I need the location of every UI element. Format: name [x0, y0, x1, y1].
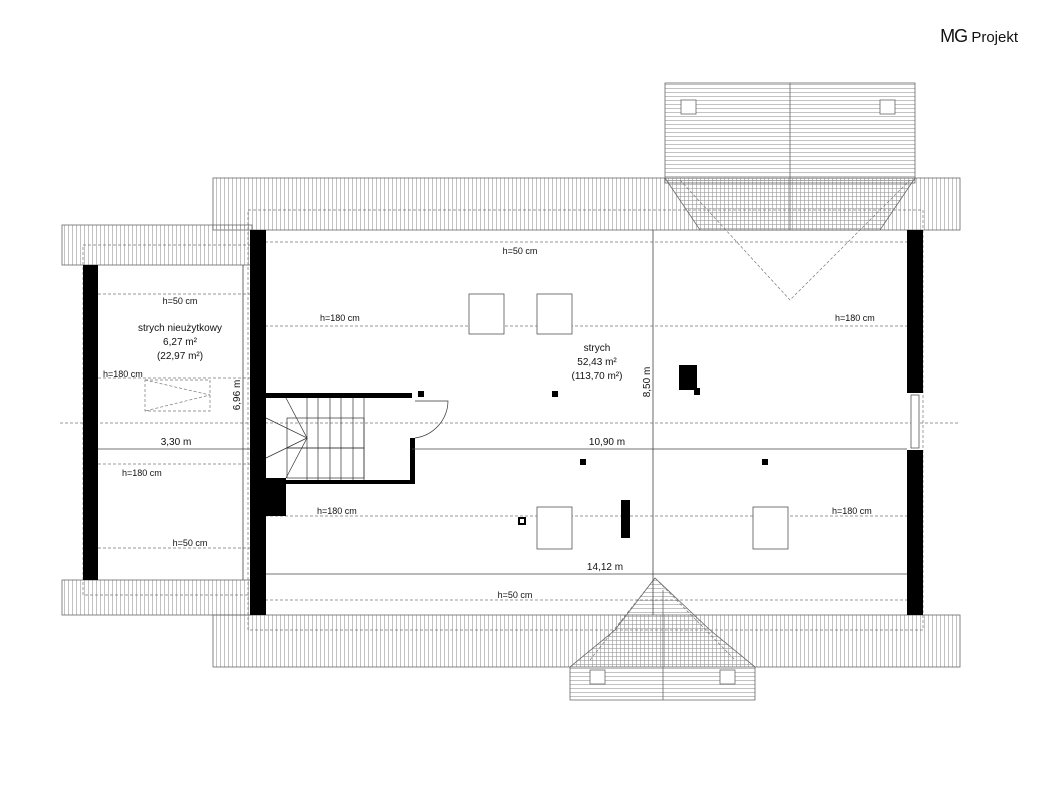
skylights [468, 293, 920, 550]
dimension-main-total: 14,12 m [587, 562, 623, 573]
room-area: 6,27 m² [163, 337, 198, 348]
height-label: h=50 cm [498, 590, 533, 600]
logo-brand: MG [940, 26, 968, 46]
dimension-lines [98, 230, 907, 615]
logo-name: Projekt [971, 29, 1018, 46]
room-name-attic: strych [584, 343, 611, 354]
room-name-attic-unusable: strych nieużytkowy [138, 323, 222, 334]
height-label: h=180 cm [320, 313, 360, 323]
logo: MG Projekt [940, 26, 1018, 47]
height-label: h=50 cm [163, 296, 198, 306]
stairs [265, 397, 449, 480]
labels: strych nieużytkowy 6,27 m² (22,97 m²) st… [103, 246, 875, 600]
height-label: h=50 cm [173, 538, 208, 548]
height-label: h=50 cm [503, 246, 538, 256]
height-label: h=180 cm [103, 369, 143, 379]
height-label: h=180 cm [832, 506, 872, 516]
height-label: h=180 cm [317, 506, 357, 516]
height-label: h=180 cm [122, 468, 162, 478]
dimension-left-depth: 6,96 m [232, 380, 243, 411]
walls [83, 230, 923, 615]
height-label: h=180 cm [835, 313, 875, 323]
dimension-main-inner: 10,90 m [589, 437, 625, 448]
hidden-lines [60, 179, 960, 661]
dimension-left-width: 3,30 m [161, 437, 192, 448]
roof-eaves [61, 82, 961, 701]
room-area-total: (113,70 m²) [572, 371, 623, 382]
room-area: 52,43 m² [577, 357, 617, 368]
room-area-total: (22,97 m²) [157, 351, 203, 362]
dimension-depth: 8,50 m [642, 367, 653, 398]
